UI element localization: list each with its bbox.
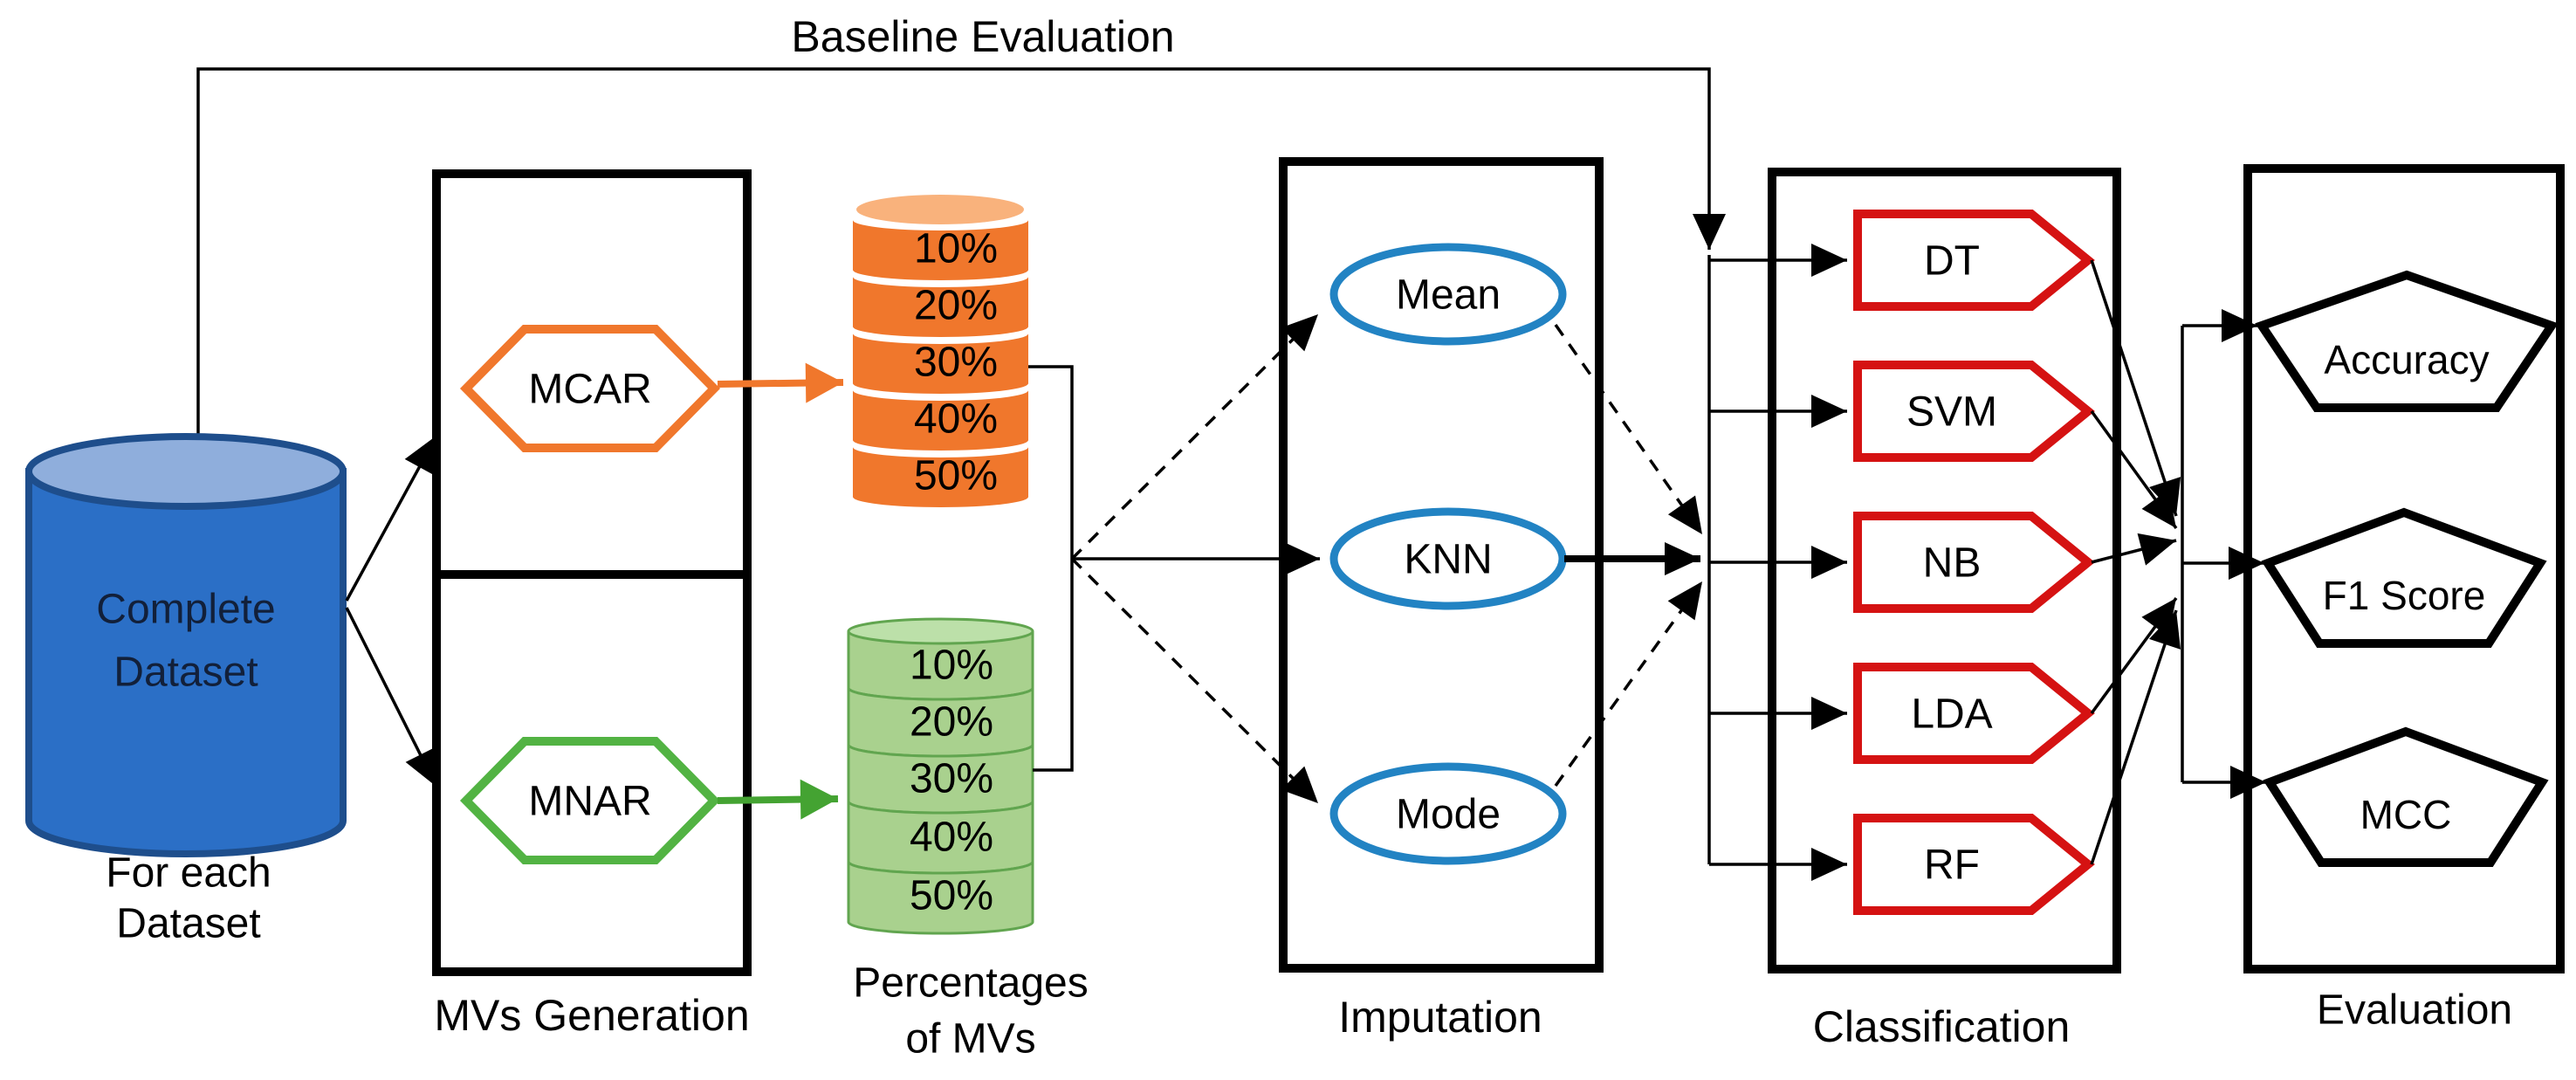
baseline-evaluation-line (196, 67, 1726, 438)
stack-band (853, 220, 1028, 280)
dt-label: DT (1924, 238, 1980, 285)
stack-band (847, 861, 1034, 935)
svm-label: SVM (1906, 389, 1997, 436)
evaluation-label: Evaluation (2317, 987, 2512, 1034)
for-each-dataset-caption-line2: Dataset (116, 901, 260, 947)
cylinder-top (25, 433, 347, 510)
svm-chevron (1853, 361, 2095, 462)
f1-score-pentagon (2261, 507, 2547, 648)
mcar-percentage-stack: 10% 20% 30% 40% 50% (853, 195, 1028, 507)
mcar-percent-20: 20% (914, 283, 998, 329)
classification-label: Classification (1813, 1002, 2071, 1051)
rf-label: RF (1924, 843, 1980, 889)
accuracy-label: Accuracy (2324, 337, 2489, 382)
complete-dataset-label-line1: Complete (96, 587, 275, 633)
mcar-percent-30: 30% (914, 340, 998, 386)
baseline-evaluation-label: Baseline Evaluation (791, 12, 1174, 61)
mode-output-dashed-arrow (1554, 580, 1704, 788)
mnar-percent-10: 10% (910, 643, 993, 689)
classification-box (1768, 168, 2121, 973)
lda-label: LDA (1911, 691, 1992, 738)
mnar-to-stack-arrow (717, 779, 839, 820)
evaluation-box (2243, 164, 2565, 973)
bracket-to-mean-dashed-arrow (1070, 313, 1320, 561)
mean-ellipse (1329, 243, 1567, 346)
knn-ellipse (1329, 507, 1567, 610)
mnar-percent-20: 20% (910, 699, 993, 746)
cylinder-body (25, 468, 347, 857)
mean-output-dashed-arrow (1554, 323, 1704, 536)
stack-top-ellipse (847, 617, 1034, 645)
bracket-to-mode-dashed-arrow (1070, 557, 1320, 805)
mcc-label: MCC (2360, 792, 2452, 837)
rf-chevron (1853, 814, 2095, 915)
mnar-label: MNAR (528, 779, 651, 825)
dt-chevron (1853, 210, 2095, 311)
mcar-percent-40: 40% (914, 396, 998, 443)
complete-dataset-cylinder: Complete Dataset (25, 433, 347, 857)
stack-top-ellipse (856, 195, 1024, 224)
mvs-generation-label: MVs Generation (434, 991, 749, 1040)
mcar-percent-50: 50% (914, 453, 998, 499)
percentages-caption-line1: Percentages (853, 960, 1089, 1007)
stack-band (853, 277, 1028, 337)
for-each-dataset-caption-line1: For each (106, 850, 271, 897)
dataset-to-mnar-arrow (345, 607, 438, 788)
complete-dataset-label-line2: Dataset (113, 650, 258, 696)
mode-ellipse (1329, 762, 1567, 865)
stack-band (853, 447, 1028, 507)
accuracy-pentagon (2255, 270, 2559, 412)
f1-score-label: F1 Score (2323, 573, 2486, 618)
imputation-label: Imputation (1338, 993, 1542, 1042)
nb-output-arrow (2091, 533, 2177, 566)
mean-label: Mean (1396, 272, 1501, 319)
mnar-percent-30: 30% (910, 756, 993, 802)
knn-label: KNN (1404, 537, 1492, 583)
lda-output-arrow (2090, 596, 2178, 715)
stack-band (853, 390, 1028, 451)
dt-output-arrow (2090, 259, 2181, 517)
mcar-to-stack-arrow (717, 362, 844, 403)
nb-chevron (1853, 512, 2095, 613)
mcar-hexagon (459, 325, 721, 452)
lda-chevron (1853, 663, 2095, 764)
mnar-percent-50: 50% (910, 873, 993, 919)
svm-output-arrow (2090, 409, 2178, 530)
mnar-percent-40: 40% (910, 815, 993, 861)
stacks-to-imputation-bracket (1028, 365, 1074, 772)
mnar-hexagon (459, 737, 721, 864)
rf-output-arrow (2090, 609, 2181, 865)
mcar-label: MCAR (528, 367, 651, 413)
dataset-to-mcar-arrow (345, 435, 438, 602)
mcar-percent-10: 10% (914, 226, 998, 272)
percentages-caption-line2: of MVs (905, 1016, 1035, 1063)
nb-label: NB (1923, 540, 1982, 587)
imputation-box (1279, 157, 1604, 973)
stack-band (853, 334, 1028, 395)
mode-label: Mode (1396, 792, 1501, 838)
mnar-percentage-stack: 10% 20% 30% 40% 50% (847, 617, 1034, 935)
mcc-pentagon (2263, 726, 2549, 867)
